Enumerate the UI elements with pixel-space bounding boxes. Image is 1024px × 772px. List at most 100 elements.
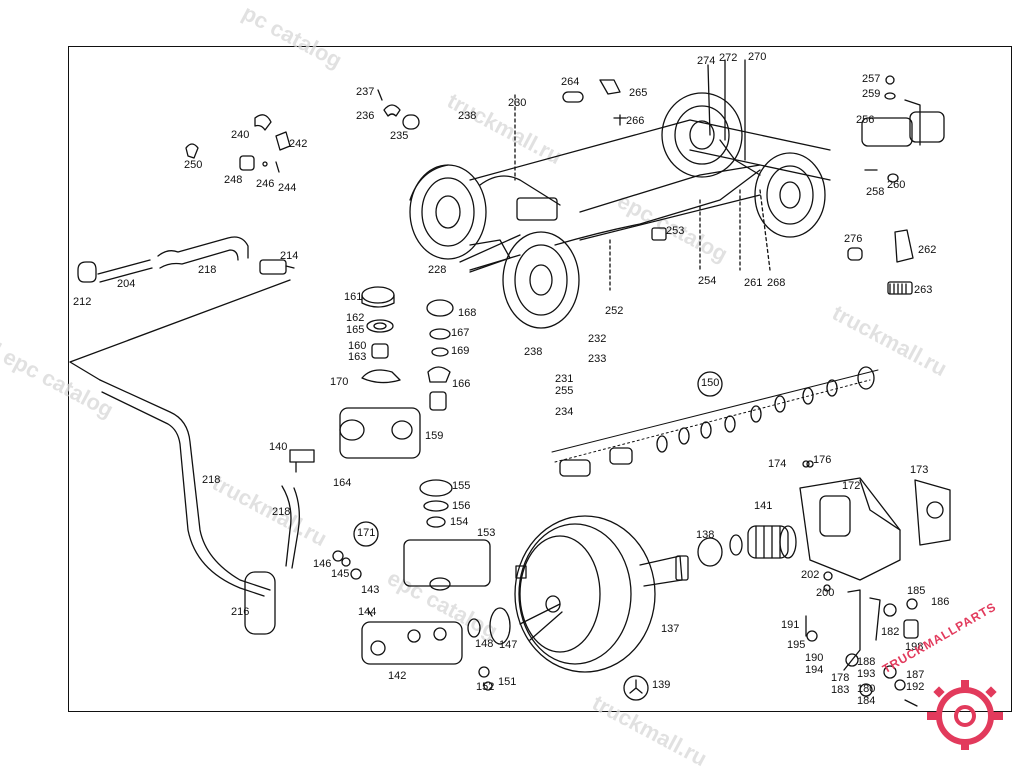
part-label: 182 (881, 626, 900, 638)
part-label: 187 (906, 669, 925, 681)
part-label: 261 (744, 277, 763, 289)
part-label: 218 (198, 264, 217, 276)
part-label: 214 (280, 250, 299, 262)
part-label: 260 (887, 179, 906, 191)
part-label: 140 (269, 441, 288, 453)
part-label: 153 (477, 527, 496, 539)
part-label: 193 (857, 668, 876, 680)
part-label: 233 (588, 353, 607, 365)
part-label: 143 (361, 584, 380, 596)
diagram-frame (68, 46, 1012, 712)
part-label: 165 (346, 324, 365, 336)
part-label: 228 (428, 264, 447, 276)
part-label: 183 (831, 684, 850, 696)
truckmallparts-logo (927, 680, 1003, 750)
part-label: 192 (906, 681, 925, 693)
part-label: 161 (344, 291, 363, 303)
part-label: 259 (862, 88, 881, 100)
part-label: 195 (787, 639, 806, 651)
part-label: 186 (931, 596, 950, 608)
part-label: 198 (905, 641, 924, 653)
bracket-172 (799, 460, 951, 581)
connector-140 (289, 449, 315, 473)
part-label: 240 (231, 129, 250, 141)
part-label: 212 (73, 296, 92, 308)
part-label: 146 (313, 558, 332, 570)
part-label: 164 (333, 477, 352, 489)
hose-218 (69, 279, 300, 635)
part-label: 258 (866, 186, 885, 198)
part-label: 238 (458, 110, 477, 122)
booster-137 (514, 515, 689, 701)
part-label: 265 (629, 87, 648, 99)
part-label: 257 (862, 73, 881, 85)
parts-diagram (69, 59, 951, 707)
part-label: 152 (476, 681, 495, 693)
part-label: 250 (184, 159, 203, 171)
part-label: 274 (697, 55, 716, 67)
part-label: 154 (450, 516, 469, 528)
part-label: 262 (918, 244, 937, 256)
part-label: 163 (348, 351, 367, 363)
part-label: 252 (605, 305, 624, 317)
part-label: 272 (719, 52, 738, 64)
part-label: 218 (272, 506, 291, 518)
part-label: 264 (561, 76, 580, 88)
part-label: 236 (356, 110, 375, 122)
part-label: 204 (117, 278, 136, 290)
part-label: 244 (278, 182, 297, 194)
part-label: 139 (652, 679, 671, 691)
part-label: 162 (346, 312, 365, 324)
part-label: 235 (390, 130, 409, 142)
part-label: 148 (475, 638, 494, 650)
part-label: 137 (661, 623, 680, 635)
part-label: 151 (498, 676, 517, 688)
part-label: 178 (831, 672, 850, 684)
part-label: 202 (801, 569, 820, 581)
part-label: 231 (555, 373, 574, 385)
part-label: 248 (224, 174, 243, 186)
part-label: 270 (748, 51, 767, 63)
part-label: 254 (698, 275, 717, 287)
part-label: 180 (857, 683, 876, 695)
part-label: 191 (781, 619, 800, 631)
part-label: 230 (508, 97, 527, 109)
part-label: 234 (555, 406, 574, 418)
brackets-top-right (562, 75, 945, 295)
part-label: 171 (357, 527, 376, 539)
part-label: 242 (289, 138, 308, 150)
part-label: 200 (816, 587, 835, 599)
part-label: 167 (451, 327, 470, 339)
axle-assembly (409, 59, 831, 329)
part-label: 190 (805, 652, 824, 664)
part-label: 263 (914, 284, 933, 296)
part-label: 188 (857, 656, 876, 668)
part-label: 184 (857, 695, 876, 707)
part-label: 268 (767, 277, 786, 289)
part-label: 159 (425, 430, 444, 442)
part-label: 216 (231, 606, 250, 618)
part-label: 160 (348, 340, 367, 352)
part-label: 156 (452, 500, 471, 512)
part-label: 255 (555, 385, 574, 397)
hose-upper (77, 236, 295, 283)
brackets-top-left (185, 89, 420, 173)
part-label: 174 (768, 458, 787, 470)
master-cylinder-142 (332, 521, 511, 691)
part-label: 173 (910, 464, 929, 476)
part-label: 185 (907, 585, 926, 597)
part-label: 141 (754, 500, 773, 512)
part-label: 232 (588, 333, 607, 345)
pedal-linkage (805, 571, 919, 707)
part-label: 172 (842, 480, 861, 492)
part-label: 145 (331, 568, 350, 580)
part-label: 168 (458, 307, 477, 319)
valve-153 (403, 479, 491, 591)
part-label: 276 (844, 233, 863, 245)
part-label: 169 (451, 345, 470, 357)
valve-stack (339, 286, 454, 459)
part-label: 218 (202, 474, 221, 486)
part-label: 176 (813, 454, 832, 466)
part-label: 170 (330, 376, 349, 388)
part-label: 194 (805, 664, 824, 676)
